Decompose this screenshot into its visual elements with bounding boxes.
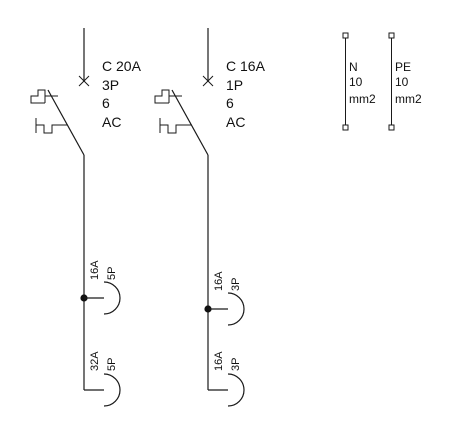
terminal-pe-name: PE [395,60,411,74]
terminal-n-name: N [349,60,358,74]
breaker-2-cross-contact [202,75,214,87]
terminal-n-top-connector [342,32,349,39]
terminal-pe-bottom-connector [388,124,395,131]
socket-4-symbol [227,373,245,407]
socket-2-poles: 5P [106,358,118,371]
breaker-2: C 16A 1P 6 AC [154,28,266,390]
socket-4-current: 16A [213,351,225,371]
terminal-n-bottom-connector [342,124,349,131]
breaker-2-thermal-trip-icon [154,89,182,104]
socket-3-symbol [227,292,245,326]
breaker-2-poles: 1P [226,77,243,93]
breaker-1-switch-blade [47,89,85,156]
breaker-1-cross-contact [78,75,90,87]
breaker-2-magnetic-trip-icon [159,118,192,134]
breaker-2-rating: 6 [226,95,234,111]
terminal-pe-size: 10 [395,75,409,89]
breaker-1-poles: 3P [102,77,119,93]
terminal-n: N 10 mm2 [342,32,376,131]
socket-3-current: 16A [213,271,225,291]
breaker-2-type: AC [226,114,245,130]
breaker-2-switch-blade [171,89,209,156]
breaker-1-type: AC [102,114,121,130]
terminal-pe-top-connector [388,32,395,39]
socket-4-poles: 3P [230,358,242,371]
socket-2-current: 32A [89,351,101,371]
breaker-1: C 20A 3P 6 AC [30,28,142,390]
socket-1-symbol [103,281,121,315]
socket-3-poles: 3P [230,278,242,291]
breaker-2-label: C 16A [226,58,266,74]
breaker-1-label: C 20A [102,58,142,74]
circuit-2-sockets: 16A 3P 16A 3P [204,271,245,407]
terminal-pe-unit: mm2 [395,92,422,106]
terminal-pe: PE 10 mm2 [388,32,422,131]
breaker-1-rating: 6 [102,95,110,111]
breaker-1-magnetic-trip-icon [35,118,68,134]
socket-1-current: 16A [89,260,101,280]
socket-2-symbol [103,373,121,407]
breaker-1-thermal-trip-icon [30,89,58,104]
socket-1-poles: 5P [106,267,118,280]
terminal-n-unit: mm2 [349,92,376,106]
terminal-n-size: 10 [349,75,363,89]
circuit-1-sockets: 16A 5P 32A 5P [80,260,121,407]
